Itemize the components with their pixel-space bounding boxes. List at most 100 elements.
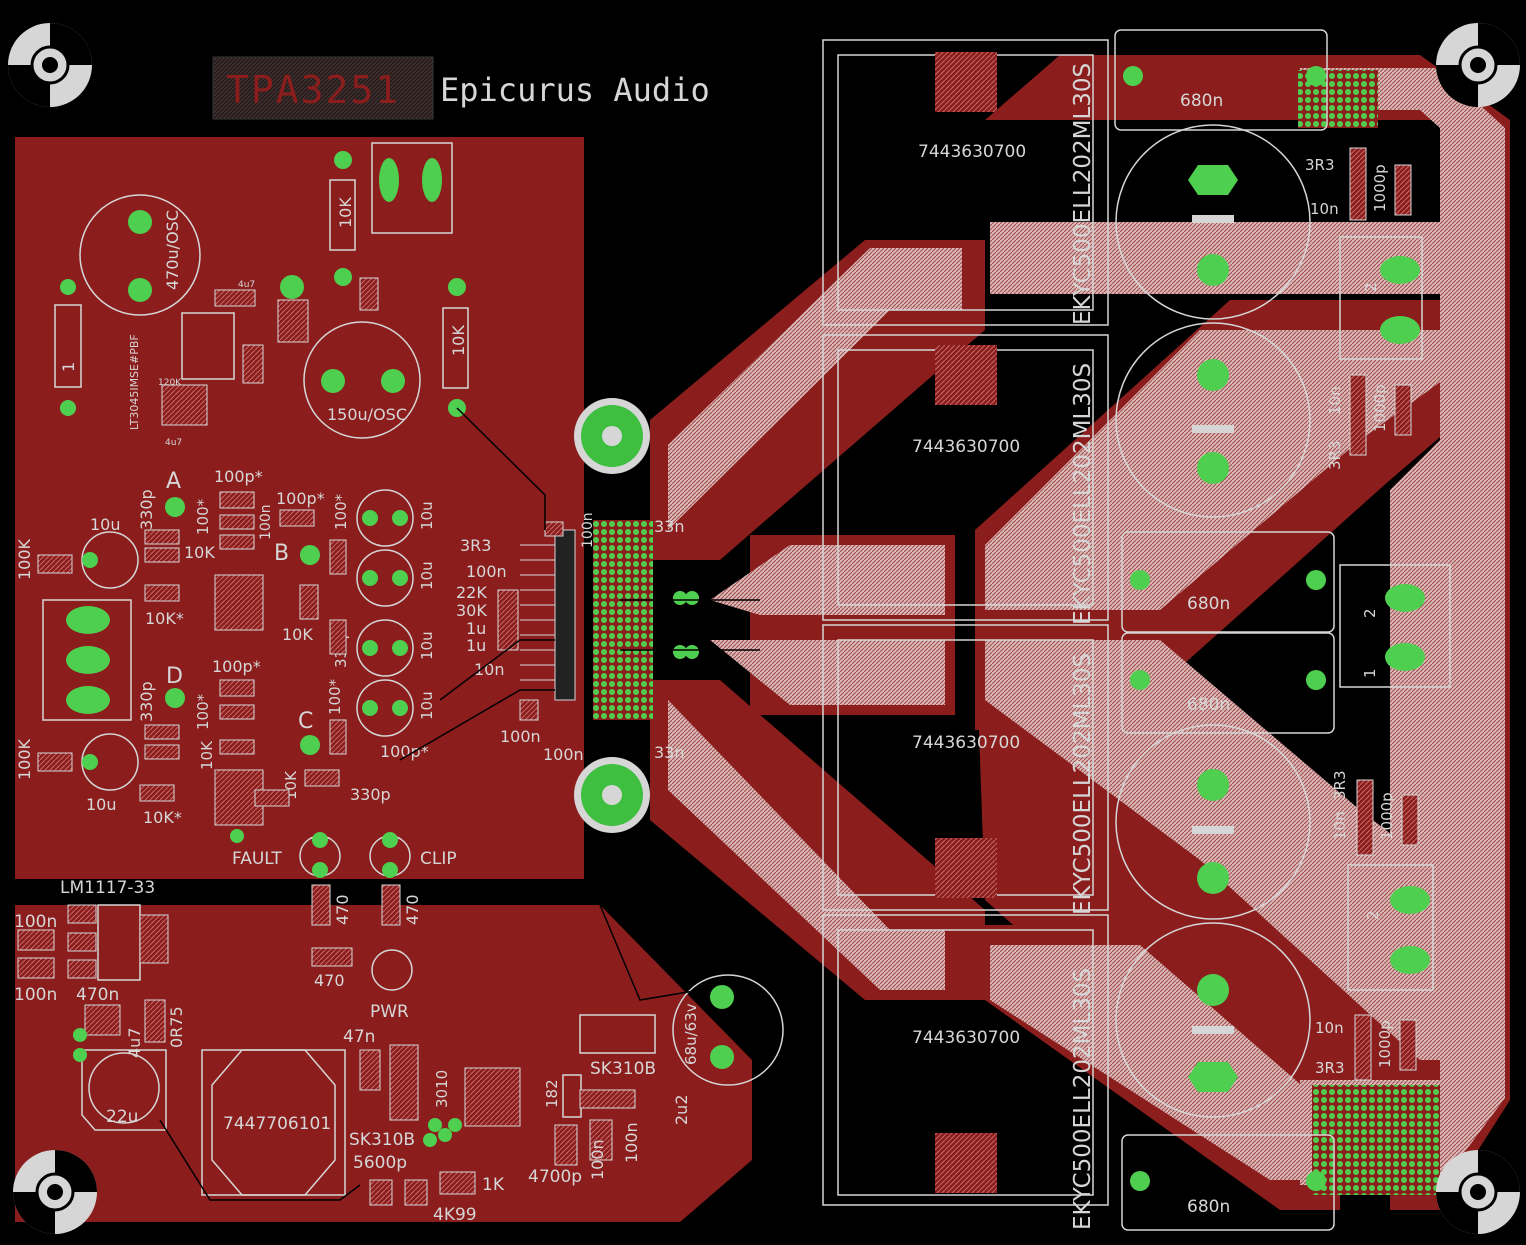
terminal-pin-2c: 2 xyxy=(1364,910,1382,920)
pwr-led-label: PWR xyxy=(370,1002,409,1022)
label-4u7-ps: 4u7 xyxy=(125,1028,144,1059)
snubber-c-label-3: 10n xyxy=(1331,811,1349,840)
snubber-parts xyxy=(1349,147,1419,1081)
label-33n-b: 33n xyxy=(654,743,685,762)
mounting-hole-top-left xyxy=(8,23,92,107)
label-100n-c: 100n xyxy=(543,745,584,764)
via-field-ic-center xyxy=(593,520,653,720)
channel-b-label: B xyxy=(274,541,289,566)
input-stage-circles xyxy=(81,489,414,791)
label-330p-c: 330p xyxy=(350,785,391,804)
board-title: TPA3251 xyxy=(226,68,400,112)
label-10u-c4: 10u xyxy=(418,691,436,720)
hatched-trace-mid-upper xyxy=(710,545,945,615)
label-1u-b: 1u xyxy=(466,636,486,655)
label-22k: 22K xyxy=(456,583,487,602)
label-10k-star-d: 10K* xyxy=(143,808,182,827)
label-182: 182 xyxy=(543,1079,561,1108)
bulk-cap-label-2: EKYC500ELL202ML30S xyxy=(1070,363,1096,625)
amplifier-ic xyxy=(520,398,699,833)
label-2u2: 2u2 xyxy=(672,1095,691,1126)
opamps xyxy=(214,574,264,826)
label-10u-c2: 10u xyxy=(418,561,436,590)
snubber-c-label-2: 10n xyxy=(1326,386,1344,415)
mounting-hole-top-right xyxy=(1436,23,1520,107)
label-100n-a: 100n xyxy=(466,562,507,581)
hatched-trace-lower-right xyxy=(985,640,1450,1060)
label-100n-ps3: 100n xyxy=(588,1139,607,1180)
label-100n-ps4: 100n xyxy=(622,1122,641,1163)
film-cap-label-1: 680n xyxy=(1180,91,1223,111)
fault-led-label: FAULT xyxy=(232,849,282,869)
snubber-c-label-1: 10n xyxy=(1310,200,1339,218)
output-capacitors xyxy=(1114,29,1451,1231)
bulk-cap-label-1: EKYC500ELL202ML30S xyxy=(1070,63,1096,325)
label-sk310b-b: SK310B xyxy=(590,1059,656,1079)
terminal-pin-1b: 1 xyxy=(1361,668,1379,678)
hatched-trace-mid-lower xyxy=(710,640,945,705)
bulk-cap-pads xyxy=(1188,165,1238,1092)
led-resistors xyxy=(311,884,401,967)
label-1k: 1K xyxy=(482,1175,505,1195)
terminal-pin-2b: 2 xyxy=(1361,608,1379,618)
mounting-hole-bottom-right xyxy=(1436,1150,1520,1234)
label-100-star-d: 100* xyxy=(194,693,212,730)
label-10k-star-a: 10K* xyxy=(145,609,184,628)
label-10k-a: 10K xyxy=(184,543,215,562)
snubber-cap-label-1: 1000p xyxy=(1371,164,1389,212)
film-cap-label-4: 680n xyxy=(1187,1197,1230,1217)
label-10k-b: 10K xyxy=(282,625,313,644)
speaker-terminal-pads xyxy=(1380,256,1430,974)
label-5600p: 5600p xyxy=(353,1153,407,1173)
snubber-cap-label-2: 1000p xyxy=(1371,384,1389,432)
led-pads xyxy=(230,829,398,878)
label-inductor-small: 7447706101 xyxy=(223,1114,331,1134)
label-100p-star-a: 100p* xyxy=(214,467,263,486)
channel-a-label: A xyxy=(166,469,181,494)
label-100n-b: 100n xyxy=(500,727,541,746)
inductor-label-4: 7443630700 xyxy=(912,1028,1020,1048)
title-block: TPA3251 Epicurus Audio xyxy=(212,56,710,120)
snubber-cap-label-4: 1000p xyxy=(1376,1020,1394,1068)
label-47n: 47n xyxy=(343,1027,375,1047)
label-10k-c: 10K xyxy=(198,740,216,770)
inductor-label-2: 7443630700 xyxy=(912,437,1020,457)
bulk-cap-label-4: EKYC500ELL202ML30S xyxy=(1070,968,1096,1230)
inductor-pads xyxy=(935,52,997,1193)
label-22u: 22u xyxy=(106,1107,138,1127)
label-100n-ps1: 100n xyxy=(14,912,57,932)
inductor-label-3: 7443630700 xyxy=(912,733,1020,753)
terminal-pin-2a: 2 xyxy=(1362,282,1380,292)
smd-footprints xyxy=(37,277,564,807)
label-10u-c1: 10u xyxy=(418,501,436,530)
film-cap-pads xyxy=(1123,66,1326,1191)
channel-d-label: D xyxy=(166,664,183,689)
label-4k99: 4K99 xyxy=(433,1205,477,1225)
snubber-c-label-4: 10n xyxy=(1315,1019,1344,1037)
label-1u-a: 1u xyxy=(466,619,486,638)
brand-name: Epicurus Audio xyxy=(440,71,710,109)
analog-copper-pour xyxy=(15,137,584,879)
label-100k-top: 100K xyxy=(15,538,34,580)
hatched-trace-top-left xyxy=(668,248,962,530)
led-res-label-clip: 470 xyxy=(403,894,422,925)
label-lt3045: LT3045IMSE#PBF xyxy=(128,334,141,430)
snubber-r-label-1: 3R3 xyxy=(1305,156,1335,174)
film-cap-label-3: 680n xyxy=(1187,695,1230,715)
label-330p-a: 330p xyxy=(137,489,156,530)
regulator-area xyxy=(54,142,469,439)
label-470u: 470u/OSC xyxy=(163,210,182,290)
label-68u: 68u/63v xyxy=(682,1003,700,1065)
power-supply xyxy=(17,904,784,1206)
film-cap-label-2: 680n xyxy=(1187,594,1230,614)
label-100n-opamp: 100n xyxy=(258,504,274,540)
channel-c-label: C xyxy=(298,709,313,734)
label-470n: 470n xyxy=(76,985,119,1005)
label-10n-a: 10n xyxy=(474,660,505,679)
signal-traces xyxy=(159,407,760,1201)
mounting-holes xyxy=(8,23,1520,1234)
ldo-label: LM1117-33 xyxy=(60,878,155,898)
clip-led-label: CLIP xyxy=(420,849,457,869)
label-100p-star-c: 100p* xyxy=(380,742,429,761)
